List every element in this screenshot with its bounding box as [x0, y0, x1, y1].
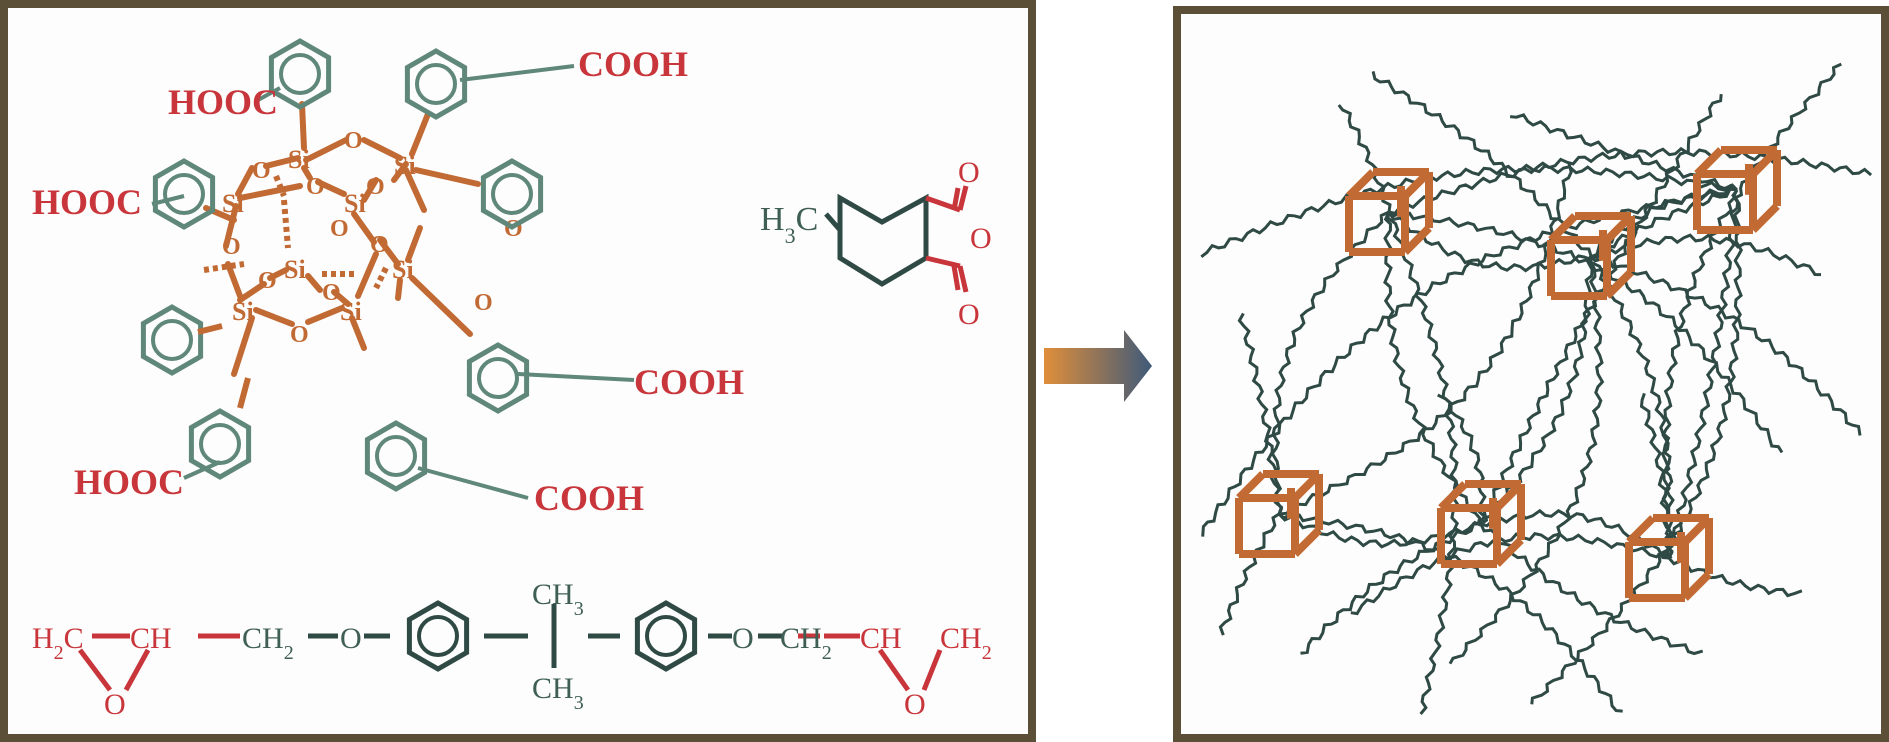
benzene-ring-icon — [637, 603, 694, 669]
network-svg — [1200, 62, 1873, 715]
polymer-chain-icon — [1277, 512, 1482, 549]
si-atom: Si — [222, 189, 244, 218]
anhydride-molecule: O O O H3C — [760, 156, 992, 331]
polymer-chain-icon — [1589, 255, 1862, 436]
ether-o: O — [340, 622, 362, 655]
polymer-chain-icon — [1300, 522, 1482, 655]
poss-cube-icon — [1625, 514, 1713, 602]
polymer-chain-icon — [1388, 146, 1873, 215]
reactants-panel: Si Si Si Si Si Si Si Si O O O O O O — [0, 0, 1036, 742]
polymer-chain-icon — [1237, 312, 1284, 515]
o-atom: O — [322, 280, 341, 306]
polymer-chain-icon — [1270, 210, 1390, 515]
polymer-chain-icon — [1530, 189, 1744, 705]
cooh-group: COOH — [534, 478, 644, 518]
polymer-chain-icon — [1479, 523, 1704, 656]
carbonyl-o: O — [958, 156, 980, 189]
methyl-group: H3C — [760, 201, 818, 248]
phenyl-ring-icon — [271, 41, 328, 107]
phenyl-ring-icon — [367, 423, 424, 489]
poss-cube-icon — [1235, 470, 1323, 558]
polymer-chain-icon — [1590, 187, 1737, 258]
poss-cube-icon — [1693, 146, 1781, 234]
polymer-chain-icon — [1660, 62, 1842, 559]
epoxy-molecule: H2C CH O CH CH2 O CH2 O CH3 CH3 O CH2 — [32, 578, 992, 721]
polymer-chain-icon — [1448, 255, 1605, 665]
phenyl-ring-icon — [407, 51, 464, 117]
epoxide-o: O — [904, 688, 926, 721]
si-atom: Si — [392, 255, 414, 284]
polymer-chain-icon — [1386, 211, 1461, 715]
o-atom: O — [344, 128, 363, 154]
epoxide-ch2: CH2 — [940, 622, 992, 664]
epoxide-ch2: H2C — [32, 622, 84, 664]
polymer-chain-icon — [1383, 211, 1482, 526]
cooh-group: COOH — [634, 362, 744, 402]
polymer-chain-icon — [1639, 392, 1674, 559]
methyl-group: CH3 — [532, 672, 584, 714]
o-atom: O — [290, 322, 309, 348]
process-arrow-icon — [1044, 330, 1152, 402]
polymer-chain-icon — [1589, 256, 1675, 559]
si-atom: Si — [394, 151, 416, 180]
o-atom: O — [306, 174, 325, 200]
poss-cube-icon — [1437, 480, 1525, 568]
carbonyl-o: O — [958, 298, 980, 331]
epoxide-ch: CH — [130, 622, 172, 655]
cooh-group: COOH — [578, 44, 688, 84]
hooc-group: HOOC — [32, 182, 142, 222]
phenyl-ring-icon — [155, 161, 212, 227]
phenyl-ring-icon — [143, 307, 200, 373]
hooc-group: HOOC — [168, 82, 278, 122]
ether-o: O — [732, 622, 754, 655]
phenyl-ring-icon — [469, 345, 526, 411]
hooc-group: HOOC — [74, 462, 184, 502]
methylene-group: CH2 — [242, 622, 294, 664]
poss-cube-icon — [1547, 212, 1635, 300]
si-atom: Si — [340, 297, 362, 326]
polymer-chain-icon — [1371, 71, 1593, 257]
poss-cube-icon — [1345, 168, 1433, 256]
epoxide-ch: CH — [860, 622, 902, 655]
reactants-svg: Si Si Si Si Si Si Si Si O O O O O O — [32, 8, 992, 721]
epoxide-o: O — [104, 688, 126, 721]
polymer-chain-icon — [1278, 161, 1573, 516]
si-atom: Si — [232, 297, 254, 326]
o-atom: O — [330, 216, 349, 242]
poss-cubes — [1235, 146, 1781, 602]
polymer-chain-icon — [1218, 512, 1280, 636]
ring-o: O — [970, 222, 992, 255]
o-atom: O — [370, 232, 389, 258]
poss-cage: Si Si Si Si Si Si Si Si O O O O O O — [32, 41, 744, 518]
o-atom: O — [258, 268, 277, 294]
methyl-group: CH3 — [532, 578, 584, 620]
polymer-chain-icon — [1200, 163, 1738, 258]
polymer-chain-icon — [1665, 189, 1740, 560]
methylene-group: CH2 — [780, 622, 832, 664]
o-atom: O — [252, 158, 271, 184]
o-atom: O — [474, 290, 493, 316]
si-atom: Si — [288, 145, 310, 174]
polymer-chain-icon — [1437, 393, 1487, 525]
o-atom: O — [222, 234, 241, 260]
o-atom: O — [366, 174, 385, 200]
si-atom: Si — [344, 189, 366, 218]
network-panel — [1173, 6, 1889, 742]
polymer-chain-icon — [1350, 532, 1670, 616]
si-atom: Si — [284, 255, 306, 284]
benzene-ring-icon — [409, 603, 466, 669]
polymer-chain-icon — [1667, 557, 1803, 598]
phenyl-ring-icon — [191, 411, 248, 477]
